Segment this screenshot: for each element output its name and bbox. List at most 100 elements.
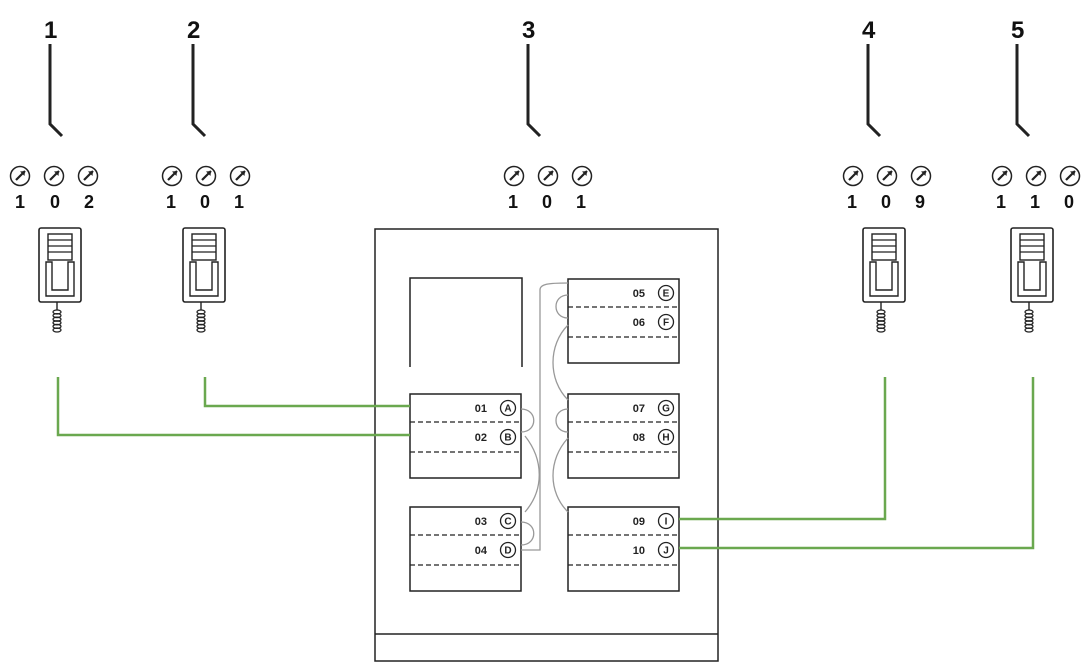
code-digit: 1 xyxy=(15,192,25,212)
slot-letter: B xyxy=(504,433,511,444)
arrow-b-c xyxy=(524,435,540,513)
rotary-switch-icon xyxy=(229,165,251,187)
slot-badge xyxy=(657,399,675,417)
arrow-e-f xyxy=(555,294,569,319)
code-digit: 1 xyxy=(508,192,518,212)
call-button[interactable]: 05 E xyxy=(633,284,675,302)
slot-letter: I xyxy=(665,517,668,528)
arrow-c-d xyxy=(520,521,535,546)
slot-badge xyxy=(657,313,675,331)
rotary-switch-icon xyxy=(910,165,932,187)
slot-number: 03 xyxy=(475,516,487,528)
station-label: 3 xyxy=(522,17,535,44)
code-switches xyxy=(9,165,1081,187)
slot-letter: G xyxy=(662,404,670,415)
arrow-f-g xyxy=(552,324,569,401)
button-module: 03 C 04 D xyxy=(409,506,522,592)
wire-station-4 xyxy=(679,377,887,521)
code-digit: 0 xyxy=(542,192,552,212)
rotary-switch-icon xyxy=(503,165,525,187)
slot-letter: E xyxy=(663,289,670,300)
call-button[interactable]: 06 F xyxy=(633,313,675,331)
slot-letter: H xyxy=(662,433,669,444)
arrow-h-i xyxy=(552,437,569,513)
code-digits: 1 0 2 1 0 1 1 0 1 1 0 9 1 1 0 xyxy=(15,192,1074,212)
leader-line xyxy=(48,44,64,138)
leader-line xyxy=(1015,44,1031,138)
arrow-d-e xyxy=(521,282,569,551)
rotary-switch-icon xyxy=(842,165,864,187)
button-module: 07 G 08 H xyxy=(567,393,680,479)
call-button[interactable]: 02 B xyxy=(475,428,517,446)
button-module: 05 E 06 F xyxy=(567,278,680,364)
station-label: 4 xyxy=(862,17,876,44)
call-button[interactable]: 03 C xyxy=(475,512,517,530)
slot-number: 01 xyxy=(475,403,487,415)
station-3: 3 xyxy=(522,17,542,138)
station-5: 5 xyxy=(1011,17,1031,138)
slot-number: 08 xyxy=(633,432,645,444)
slot-number: 07 xyxy=(633,403,645,415)
slot-number: 05 xyxy=(633,288,645,300)
slot-badge xyxy=(657,512,675,530)
slot-badge xyxy=(499,399,517,417)
code-digit: 1 xyxy=(166,192,176,212)
station-1: 1 xyxy=(44,17,64,138)
leader-line xyxy=(866,44,882,138)
handset-icon xyxy=(182,227,226,333)
wiring-arrows xyxy=(520,282,569,551)
rotary-switch-icon xyxy=(1025,165,1047,187)
panel-frame xyxy=(374,228,719,662)
code-digit: 2 xyxy=(84,192,94,212)
rotary-switch-icon xyxy=(43,165,65,187)
rotary-switch-icon xyxy=(571,165,593,187)
slot-number: 04 xyxy=(475,545,488,557)
slot-number: 06 xyxy=(633,317,645,329)
slot-badge xyxy=(657,284,675,302)
slot-letter: A xyxy=(504,404,511,415)
rotary-switch-icon xyxy=(195,165,217,187)
slot-letter: C xyxy=(504,517,511,528)
slot-badge xyxy=(657,428,675,446)
entrance-panel xyxy=(374,228,719,662)
button-module: 01 A 02 B xyxy=(409,393,522,479)
code-digit: 1 xyxy=(234,192,244,212)
station-label: 1 xyxy=(44,17,57,44)
rotary-switch-icon xyxy=(9,165,31,187)
rotary-switch-icon xyxy=(161,165,183,187)
code-digit: 0 xyxy=(881,192,891,212)
wire-station-2 xyxy=(203,377,410,408)
slot-number: 02 xyxy=(475,432,487,444)
speaker-module xyxy=(409,277,523,367)
slot-number: 09 xyxy=(633,516,645,528)
call-button[interactable]: 07 G xyxy=(633,399,675,417)
slot-letter: D xyxy=(504,546,511,557)
wiring xyxy=(56,377,1035,550)
code-digit: 0 xyxy=(200,192,210,212)
call-button[interactable]: 08 H xyxy=(633,428,675,446)
code-digit: 1 xyxy=(996,192,1006,212)
arrow-g-h xyxy=(555,408,569,433)
code-digit: 0 xyxy=(50,192,60,212)
slot-badge xyxy=(499,541,517,559)
call-button[interactable]: 04 D xyxy=(475,541,517,559)
station-2: 2 xyxy=(187,17,207,138)
leader-line xyxy=(191,44,207,138)
slot-badge xyxy=(657,541,675,559)
module-frame xyxy=(567,278,680,364)
handset-icon xyxy=(862,227,906,333)
station-label: 5 xyxy=(1011,17,1024,44)
slot-letter: F xyxy=(663,318,669,329)
handsets xyxy=(38,227,1054,333)
rotary-switch-icon xyxy=(991,165,1013,187)
rotary-switch-icon xyxy=(537,165,559,187)
slot-badge xyxy=(499,512,517,530)
code-digit: 1 xyxy=(847,192,857,212)
call-button[interactable]: 09 I xyxy=(633,512,675,530)
slot-number: 10 xyxy=(633,545,645,557)
handset-icon xyxy=(1010,227,1054,333)
call-button[interactable]: 01 A xyxy=(475,399,517,417)
code-digit: 1 xyxy=(576,192,586,212)
